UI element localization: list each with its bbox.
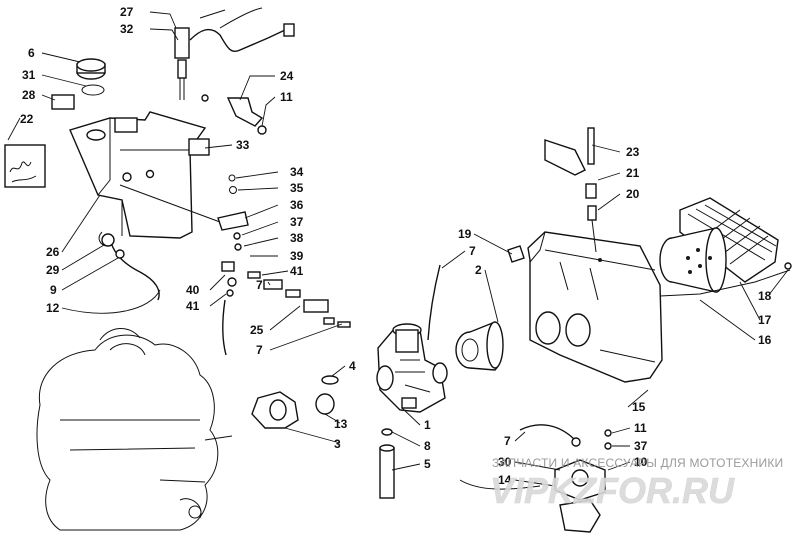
callout-13: 13: [334, 417, 348, 431]
callout-16: 16: [758, 333, 772, 347]
fitting-assembly: [247, 271, 351, 328]
callout-19: 19: [458, 227, 472, 241]
callout-8: 8: [424, 439, 431, 453]
carburetor: [376, 323, 448, 413]
callout-40: 40: [186, 283, 200, 297]
callout-11-top: 11: [280, 90, 293, 104]
callout-12: 12: [46, 301, 60, 315]
callout-37-right: 37: [634, 439, 648, 453]
intake-flange: [251, 375, 339, 429]
callout-5: 5: [424, 457, 431, 471]
callout-41-lower: 41: [186, 299, 200, 313]
air-silencer: [527, 231, 663, 383]
decal: [188, 138, 210, 156]
sensor-bracket: [544, 127, 597, 253]
hardware-stack: [119, 174, 249, 356]
callout-7-left: 7: [256, 278, 263, 292]
hose: [109, 237, 160, 301]
callout-25: 25: [250, 323, 264, 337]
callout-22: 22: [20, 112, 34, 126]
callout-3: 3: [334, 437, 341, 451]
fuel-pump: [459, 424, 612, 533]
engine-outline: [36, 328, 233, 531]
callout-15: 15: [632, 400, 646, 414]
callout-30: 30: [498, 455, 512, 469]
watermark-logo: VIPKZFOR.RU: [490, 470, 736, 512]
callout-41-upper: 41: [290, 264, 304, 278]
svg-text:VIPKZFOR.RU: VIPKZFOR.RU: [490, 470, 735, 511]
callout-34: 34: [290, 165, 304, 179]
oil-cap: [4, 58, 106, 188]
callout-14: 14: [498, 473, 512, 487]
callout-17: 17: [758, 313, 772, 327]
bracket: [201, 94, 267, 135]
oil-level-sensor: [174, 7, 295, 100]
callout-18: 18: [758, 289, 772, 303]
drain-hose: [379, 428, 395, 499]
callout-32: 32: [120, 22, 134, 36]
callout-37: 37: [290, 215, 304, 229]
callout-1: 1: [424, 418, 431, 432]
callout-33: 33: [236, 138, 250, 152]
callout-7-lower: 7: [256, 343, 263, 357]
callout-28: 28: [22, 88, 36, 102]
callout-2: 2: [475, 263, 482, 277]
callout-21: 21: [626, 166, 640, 180]
hose: [427, 264, 441, 341]
watermark-tagline: ЗАПЧАСТИ И АКСЕССУАРЫ ДЛЯ МОТОТЕХНИКИ: [492, 456, 784, 470]
callout-39: 39: [290, 249, 304, 263]
filter-screen: [659, 197, 792, 297]
callout-23: 23: [626, 145, 640, 159]
callout-7-center: 7: [469, 244, 476, 258]
leader-lines: [7, 11, 789, 487]
callout-11-right: 11: [634, 421, 647, 435]
callout-10: 10: [634, 455, 648, 469]
callout-31: 31: [22, 68, 36, 82]
callout-38: 38: [290, 231, 304, 245]
callout-35: 35: [290, 181, 304, 195]
callout-6: 6: [28, 46, 35, 60]
callout-26: 26: [46, 245, 60, 259]
callout-7-right: 7: [504, 434, 511, 448]
callout-36: 36: [290, 198, 304, 212]
callout-9: 9: [50, 283, 57, 297]
callout-24: 24: [280, 69, 294, 83]
callout-29: 29: [46, 263, 60, 277]
callout-27: 27: [120, 5, 134, 19]
fitting: [507, 245, 525, 263]
callout-20: 20: [626, 187, 640, 201]
intake-boot: [455, 321, 504, 371]
oil-tank: [69, 111, 207, 239]
callouts: 27 32 6 31 28 22 24 11 33 34 35 36 37 38…: [20, 5, 772, 487]
callout-4: 4: [349, 359, 356, 373]
